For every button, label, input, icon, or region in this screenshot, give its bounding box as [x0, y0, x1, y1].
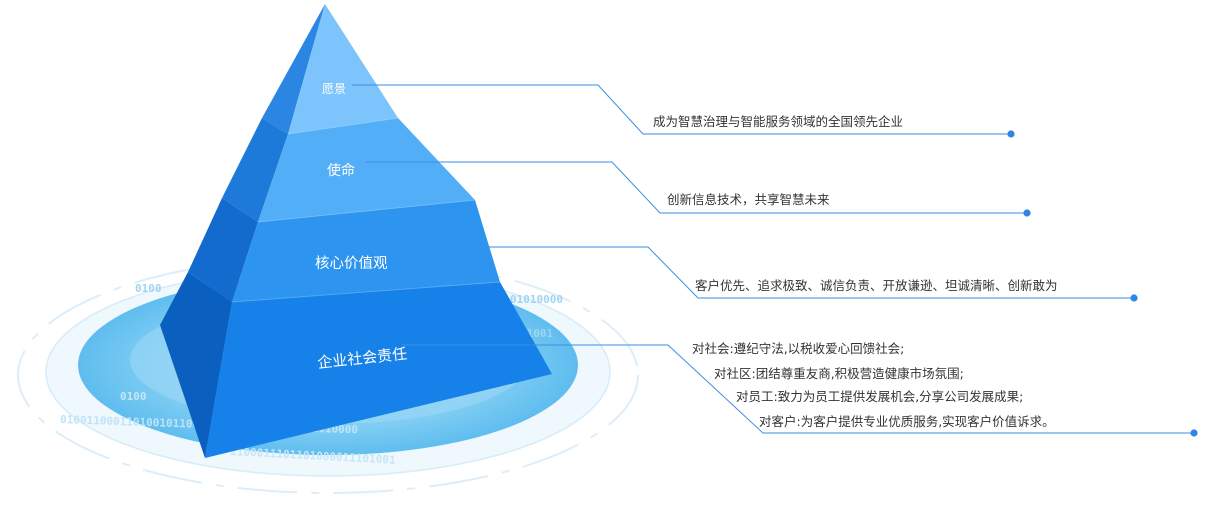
connector-line-values — [400, 246, 1133, 299]
level-label-values: 核心价值观 — [315, 255, 388, 272]
connector-dot — [1007, 130, 1015, 138]
pyramid-edge — [231, 281, 501, 303]
connectors — [352, 84, 1193, 434]
description-responsibility-customers: 对客户:为客户提供专业优质服务,实现客户价值诉求。 — [759, 414, 1055, 429]
binary-text: 0100 — [120, 390, 147, 403]
pyramid-level-responsibility — [205, 282, 552, 458]
pyramid-left-face-upper — [222, 118, 288, 222]
connector-line-mission — [366, 161, 1026, 214]
description-responsibility-employees: 对员工:致力为员工提供发展机会,分享公司发展成果; — [736, 389, 1023, 404]
description-responsibility-society: 对社会:遵纪守法,以税收爱心回馈社会; — [692, 341, 904, 356]
connector-dot — [1130, 294, 1138, 302]
pyramid — [160, 4, 552, 458]
pyramid-left-face-top — [262, 4, 325, 134]
connector-dot — [1023, 209, 1031, 217]
pyramid-level-mission — [258, 118, 475, 222]
pyramid-edge — [287, 117, 399, 135]
binary-text: 01010000 — [510, 293, 563, 306]
description-vision: 成为智慧治理与智能服务领域的全国领先企业 — [653, 114, 903, 129]
pyramid-edge — [257, 199, 476, 223]
description-values: 客户优先、追求极致、诚信负责、开放谦逊、坦诚清晰、创新敢为 — [695, 278, 1058, 293]
pyramid-level-values — [232, 200, 500, 302]
descriptions: 成为智慧治理与智能服务领域的全国领先企业 创新信息技术，共享智慧未来 客户优先、… — [653, 114, 1058, 429]
connector-dots — [1007, 130, 1198, 437]
pyramid-left-face-middle — [188, 198, 258, 302]
pyramid-left-face-bottom — [160, 272, 232, 458]
connector-line-responsibility — [402, 344, 1193, 434]
description-responsibility-community: 对社区:团结尊重友商,积极营造健康市场氛围; — [714, 366, 964, 381]
pyramid-level-vision — [288, 4, 398, 134]
description-mission: 创新信息技术，共享智慧未来 — [667, 192, 830, 207]
level-label-vision: 愿景 — [322, 82, 346, 96]
binary-text: 0100 — [135, 282, 162, 295]
level-label-mission: 使命 — [327, 162, 355, 179]
connector-dot — [1190, 429, 1198, 437]
connector-line-vision — [352, 84, 1010, 135]
